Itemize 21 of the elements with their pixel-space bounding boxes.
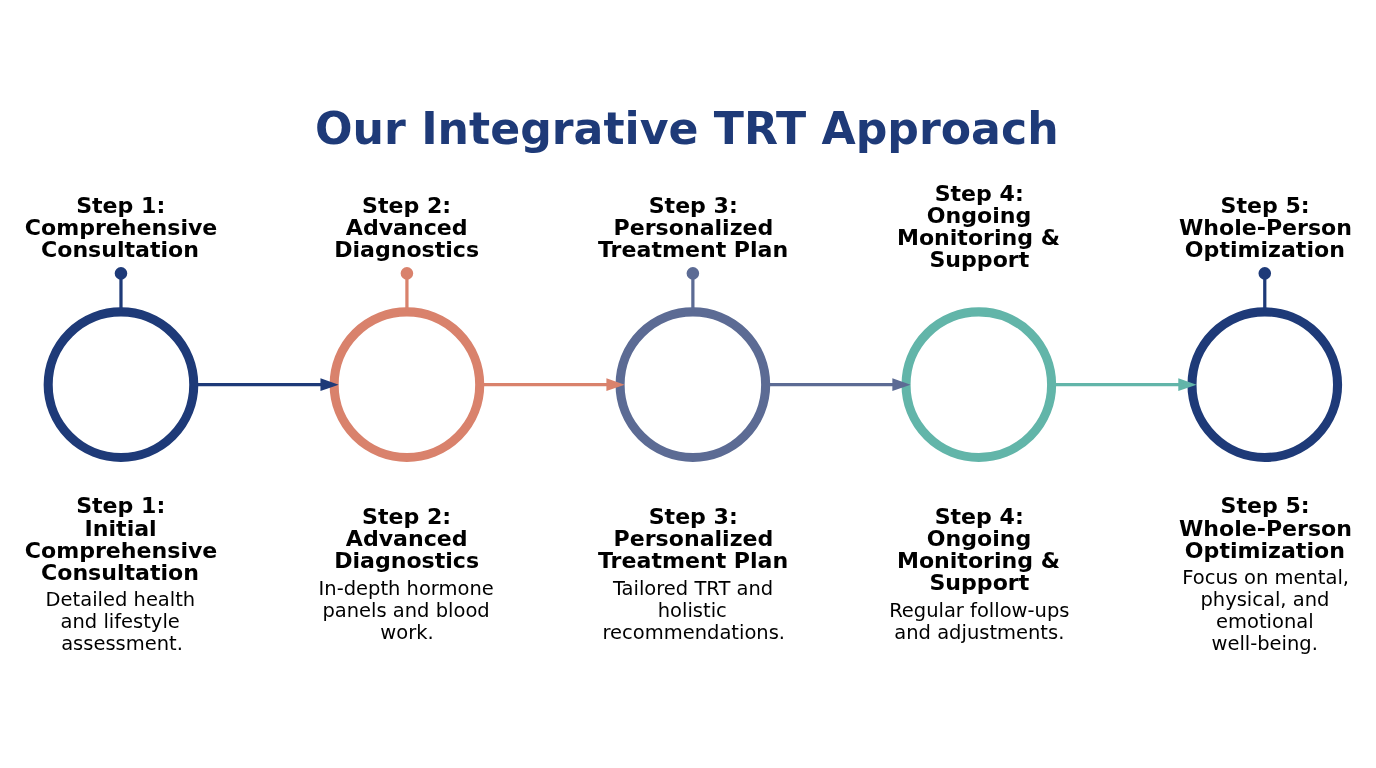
node-circle [615,307,771,462]
node-circle [329,307,485,462]
node-circle [1187,307,1343,462]
node-circle [901,307,1057,462]
node-label: Step 2: Advanced Diagnostics [334,502,480,574]
node-label: Step 5: Whole-Person Optimization [1178,492,1352,563]
diagram-title: Our Integrative TRT Approach [314,103,1059,155]
node-label: Step 4: Ongoing Monitoring & Support [896,502,1061,596]
node-label: Tailored TRT and holistic recommendations. [602,576,786,644]
node-label: Focus on mental, physical, and emotional well-being. [1182,566,1350,656]
node-text: Step 4: Ongoing Monitoring & Support [896,179,1061,273]
node-label: In-depth hormone panels and blood work. [318,576,494,644]
node-text: Step 3: Personalized Treatment Plan [597,191,789,262]
node-text: Step 5: Whole-Person Optimization [1178,191,1352,262]
node-label: Step 1: Initial Comprehensive Consultation [24,492,218,585]
node-text: Step 1: Comprehensive Consultation [24,191,218,262]
node-label: Regular follow-ups and adjustments. [889,598,1070,644]
node-text: Step 2: Advanced Diagnostics [334,191,480,262]
node-label: Detailed health and lifestyle assessment. [45,588,196,656]
node-circle [43,307,199,462]
node-label: Step 3: Personalized Treatment Plan [597,502,789,574]
